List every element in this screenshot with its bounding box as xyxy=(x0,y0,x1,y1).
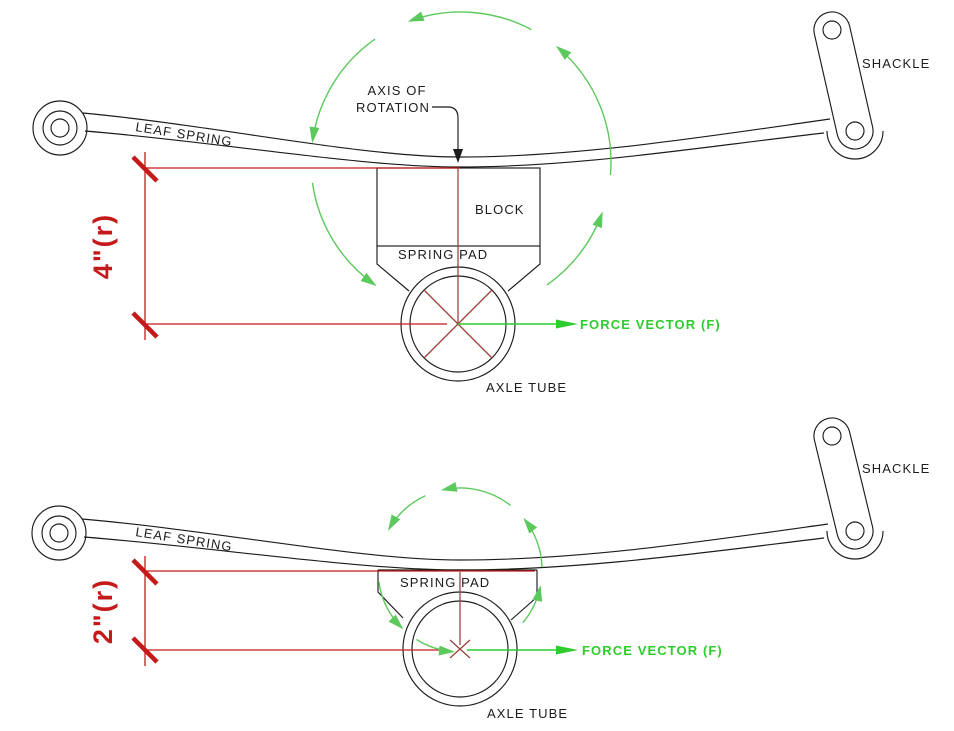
block-label: BLOCK xyxy=(475,202,525,217)
rotation-arc-arrow xyxy=(416,638,455,656)
force-vector-label: FORCE VECTOR (F) xyxy=(580,317,721,332)
spring-pad-label: SPRING PAD xyxy=(400,575,490,590)
dimension-value: 4"(r) xyxy=(88,213,118,279)
shackle-label: SHACKLE xyxy=(862,56,930,71)
shackle-lower xyxy=(813,417,884,560)
dimension-upper: 4"(r) xyxy=(88,152,493,359)
rotation-arc-arrow xyxy=(523,517,543,568)
rotation-arc-arrow xyxy=(522,585,543,624)
dimension-lower: 2"(r) xyxy=(88,556,535,666)
shackle-body xyxy=(813,11,874,150)
rotation-arc-arrow xyxy=(387,495,426,531)
dimension-tick-bottom xyxy=(131,311,159,339)
spring-eye-wrap xyxy=(826,130,884,160)
rotation-arc-arrow xyxy=(378,581,404,630)
rotation-arc-arrow xyxy=(311,182,377,287)
dimension-value: 2"(r) xyxy=(88,578,118,644)
shackle-hole-bottom xyxy=(845,121,865,141)
spring-pad-label: SPRING PAD xyxy=(398,247,488,262)
force-vector-label: FORCE VECTOR (F) xyxy=(582,643,723,658)
spring-eye-outer xyxy=(31,505,87,561)
leaf-spring-top-line xyxy=(81,518,829,561)
spring-pad-left-edge xyxy=(377,570,404,619)
axis-of-rotation-label-line2: ROTATION xyxy=(356,100,430,115)
axle-tube-label: AXLE TUBE xyxy=(486,380,567,395)
spring-eye-middle xyxy=(41,515,77,551)
axis-of-rotation-leader-arrow xyxy=(432,106,463,163)
shackle-body xyxy=(813,417,874,550)
dimension-tick-top xyxy=(131,558,159,586)
rotation-arrows-lower xyxy=(378,481,543,656)
axis-of-rotation-label-line1: AXIS OF xyxy=(368,83,427,98)
rotation-arc-arrow xyxy=(555,45,612,176)
shackle-hole-top xyxy=(822,20,842,40)
spring-eye-outer xyxy=(32,100,88,156)
spring-eye-wrap xyxy=(826,530,884,560)
spring-pad-right-edge xyxy=(507,246,541,292)
rotation-arc-arrow xyxy=(407,11,532,31)
upper-diagram: 4"(r) LEAF SPRING SHACKLE AXIS OF ROTATI… xyxy=(32,11,930,395)
shackle-label: SHACKLE xyxy=(862,461,930,476)
shackle-hole-top xyxy=(822,426,842,446)
spring-eye-middle xyxy=(42,110,78,146)
lower-diagram: 2"(r) LEAF SPRING SHACKLE SPRING PAD AXL… xyxy=(31,417,930,721)
rotation-arc-arrow xyxy=(309,38,376,144)
shackle-upper xyxy=(813,11,884,160)
rotation-arrows-upper xyxy=(309,11,612,287)
spring-pad-left-edge xyxy=(376,246,410,292)
spring-eye-inner xyxy=(50,118,70,138)
leaf-spring-bottom-line xyxy=(84,130,825,168)
shackle-hole-bottom xyxy=(845,521,865,541)
rotation-arc-arrow xyxy=(546,211,603,286)
dimension-tick-top xyxy=(131,155,159,183)
rotation-arc-arrow xyxy=(440,481,511,506)
axle-tube-label: AXLE TUBE xyxy=(487,706,568,721)
spring-eye-inner xyxy=(49,523,69,543)
